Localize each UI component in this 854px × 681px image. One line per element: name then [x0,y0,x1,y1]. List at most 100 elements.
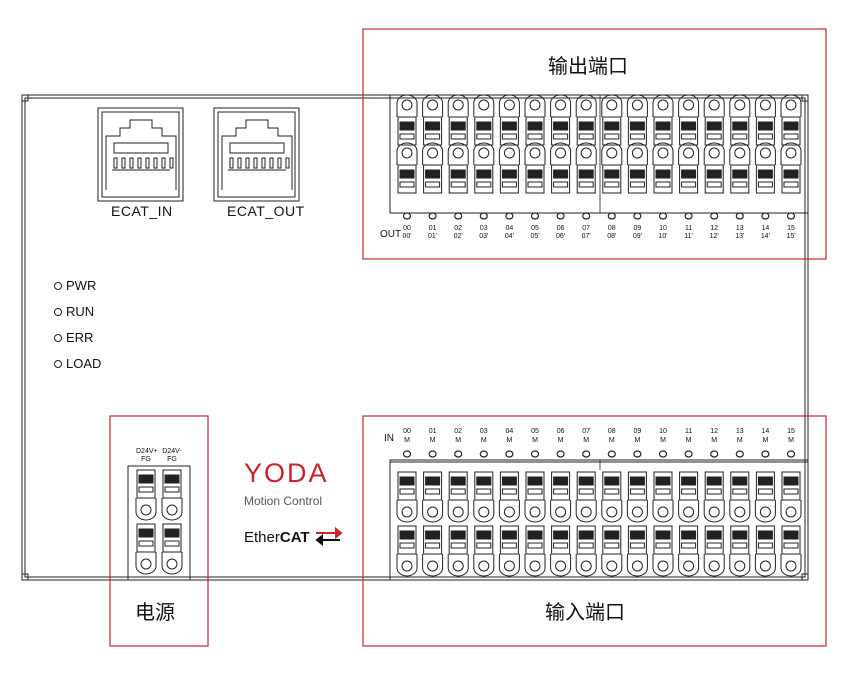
out-channel-led [658,212,668,220]
in-channel-number: 06 [556,428,565,435]
in-channel-number: 11 [684,428,693,435]
spring-terminal [575,471,597,523]
spring-terminal [703,471,725,523]
out-channel-led [633,212,642,220]
out-channel-number-prime: 11' [684,233,693,240]
spring-terminal [447,142,469,194]
out-channel-number-prime: 04' [504,233,514,240]
in-channel-common: M [583,437,590,444]
rj45-pin [229,157,234,169]
spring-terminal [678,142,700,194]
out-channel-number: 05 [531,225,539,232]
out-channel-led [607,212,616,220]
out-channel-number: 03 [479,225,488,232]
in-prefix-label: IN [384,433,394,444]
in-channel-led [658,450,668,458]
spring-terminal [652,471,674,523]
out-channel-led [556,212,565,220]
rj45-pins [113,157,290,169]
out-channel-led [505,212,514,220]
out-channel-number-prime: 00' [402,233,412,240]
spring-terminal [473,94,495,146]
in-channel-number: 04 [505,428,514,435]
spring-terminal [473,142,495,194]
spring-terminal [135,523,157,575]
in-channel-common: M [736,437,743,444]
in-channel-led [633,450,642,458]
in-channel-led [556,450,565,458]
spring-terminal [498,525,520,577]
spring-terminal [729,525,751,577]
power-terminal-sublabel: FG [141,456,151,463]
spring-terminal [678,94,700,146]
out-channel-number: 11 [684,225,693,232]
spring-terminal [498,94,520,146]
spring-terminal [498,142,520,194]
out-channel-number-prime: 14' [760,233,770,240]
power-terminal-label: D24V+ [136,448,158,455]
ecat-in-port [97,107,184,202]
in-channel-common: M [762,437,769,444]
led-run: RUN [54,304,94,319]
led-indicator-icon [54,281,62,290]
out-channel-led [530,212,540,220]
out-channel-led [454,212,463,220]
rj45-pin [237,157,242,169]
spring-terminal [550,525,572,577]
in-channel-led [761,450,770,458]
led-err: ERR [54,330,93,345]
out-channel-number-prime: 03' [479,233,489,240]
in-channel-led [735,450,744,458]
led-label: PWR [66,278,97,293]
spring-terminal [626,471,648,523]
in-channel-led [710,450,719,458]
brand-logo: YODA [244,458,329,488]
spring-terminal [422,525,444,577]
rj45-pin [121,157,126,169]
spring-terminal [135,469,157,521]
in-channel-led [684,450,693,458]
in-channel-led [402,450,412,458]
out-channel-led [402,212,412,220]
spring-terminal [754,471,776,523]
spring-terminal [652,525,674,577]
output-port-title: 输出端口 [548,54,628,78]
rj45-pin [245,157,250,169]
spring-terminal [652,94,674,146]
in-channel-number: 08 [607,428,616,435]
spring-terminal [626,525,648,577]
led-indicator-icon [54,359,62,368]
in-channel-common: M [788,437,794,444]
spring-terminal [729,94,751,146]
in-channel-number: 10 [659,428,667,435]
spring-terminal [575,94,597,146]
rj45-pin [277,157,282,169]
out-channel-number: 15 [787,225,795,232]
spring-terminal [780,142,802,194]
in-channel-number: 15 [787,428,795,435]
out-channel-led [684,212,693,220]
in-channel-common: M [532,437,538,444]
in-channel-number: 13 [735,428,744,435]
rj45-pin [169,157,174,169]
in-channel-common: M [685,437,692,444]
out-channel-led [735,212,744,220]
led-pwr: PWR [54,278,96,293]
in-channel-common: M [660,437,666,444]
spring-terminal [678,471,700,523]
out-channel-number: 10 [659,225,667,232]
in-channel-number: 03 [479,428,488,435]
spring-terminal [652,142,674,194]
spring-terminal [473,525,495,577]
out-channel-led [428,212,437,220]
out-channel-led [786,212,796,220]
out-channel-number-prime: 08' [607,233,617,240]
input-terminal-block [389,450,809,581]
input-callout-box [362,415,827,647]
spring-terminal [524,94,546,146]
out-channel-number: 13 [735,225,744,232]
in-channel-common: M [455,437,462,444]
out-channel-number-prime: 01' [428,233,438,240]
in-channel-led [786,450,796,458]
out-channel-led [761,212,770,220]
